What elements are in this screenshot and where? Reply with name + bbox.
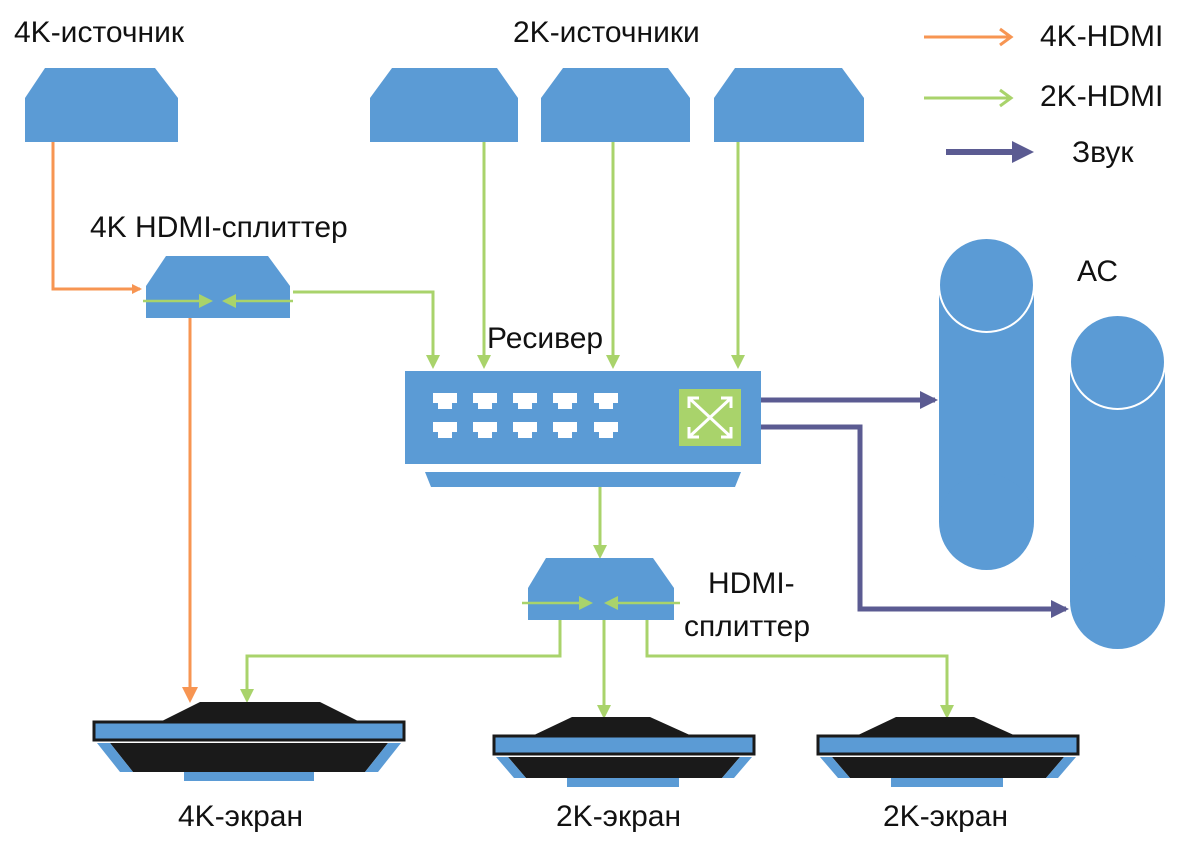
receiver-port-icon	[553, 393, 577, 409]
receiver-switch-icon	[679, 389, 741, 446]
source-2k-device-3	[714, 68, 864, 142]
legend-arrow-4k-hdmi	[999, 27, 1014, 47]
source-2k-device-1	[370, 68, 518, 142]
splitter-4k-device	[143, 256, 293, 318]
speaker-2	[1069, 314, 1166, 649]
label-source-4k: 4K-источник	[14, 16, 184, 49]
cable-4k-hdmi	[51, 142, 198, 703]
label-splitter-hdmi-line2: сплиттер	[684, 610, 811, 643]
receiver-port-icon	[553, 422, 577, 438]
label-sources-2k: 2K-источники	[513, 16, 700, 49]
label-speakers: АС	[1077, 255, 1119, 288]
receiver-ports	[433, 393, 618, 438]
screen-2k-b	[816, 717, 1080, 787]
legend-label-audio: Звук	[1072, 136, 1134, 169]
receiver-port-icon	[594, 393, 618, 409]
receiver-port-icon	[473, 422, 497, 438]
receiver-port-icon	[513, 393, 537, 409]
receiver-device	[405, 371, 761, 487]
cable-2k-hdmi	[240, 142, 954, 719]
legend-arrows	[924, 27, 1034, 163]
splitter-hdmi-device	[522, 558, 680, 620]
label-splitter-hdmi-line1: HDMI-	[708, 567, 795, 600]
screen-4k	[92, 702, 406, 781]
label-receiver: Ресивер	[487, 322, 604, 355]
source-2k-device-2	[541, 68, 690, 142]
cable-audio	[760, 391, 1069, 618]
legend-label-4k-hdmi: 4K-HDMI	[1040, 20, 1164, 53]
receiver-port-icon	[433, 393, 457, 409]
label-splitter-4k: 4K HDMI-сплиттер	[90, 211, 348, 244]
speaker-1	[938, 237, 1035, 570]
legend-arrow-2k-hdmi	[999, 88, 1014, 108]
receiver-port-icon	[594, 422, 618, 438]
label-screen-2k-a: 2K-экран	[556, 800, 682, 833]
receiver-port-icon	[513, 422, 537, 438]
source-4k-device	[25, 68, 178, 142]
label-screen-4k: 4K-экран	[178, 800, 304, 833]
label-screen-2k-b: 2K-экран	[883, 800, 1009, 833]
screen-2k-a	[492, 717, 756, 787]
legend-label-2k-hdmi: 2K-HDMI	[1040, 80, 1164, 113]
receiver-port-icon	[433, 422, 457, 438]
legend-arrow-audio	[1012, 141, 1034, 163]
receiver-port-icon	[473, 393, 497, 409]
